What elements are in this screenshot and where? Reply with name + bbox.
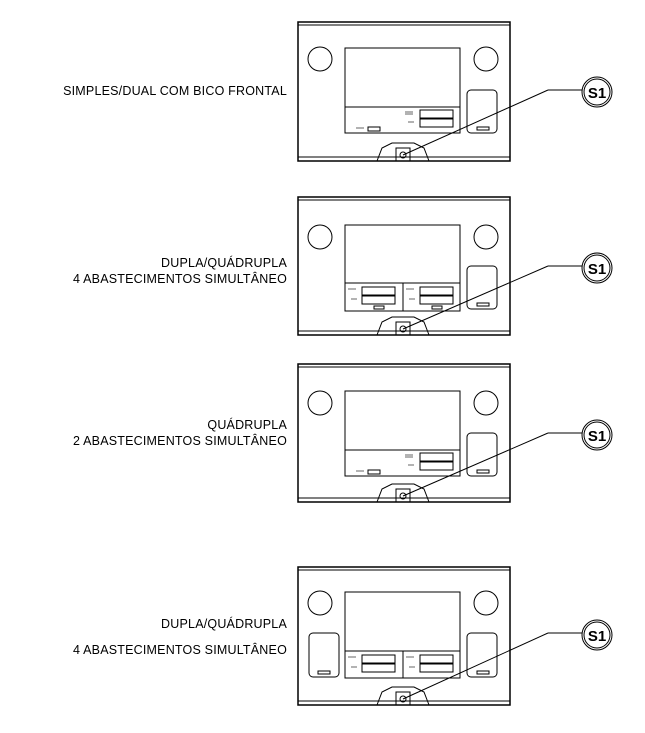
panel-4-left-circle [307,590,333,616]
panel-4-s1-lock [395,691,411,706]
panel-2-nozzle-holder [466,265,498,310]
panel-3-nozzle-bracket [376,483,430,503]
panel-1-left-circle [307,46,333,72]
panel-4-nozzle-bracket [376,686,430,706]
panel-3-callout [581,419,613,451]
panel-1-leader [402,89,549,156]
panel-1: S1 [297,21,613,162]
panel-4-callout-text: S1 [588,628,606,645]
panel-1-callout [581,76,613,108]
panel-3-s1-lock [395,488,411,503]
panel-3-label: QUÁDRUPLA 2 ABASTECIMENTOS SIMULTÂNEO [73,417,287,449]
panel-1-nozzle-bracket [376,142,430,162]
panel-4: S1 [297,566,613,706]
panel-1-right-circle [473,46,499,72]
panel-2: S1 [297,196,613,336]
panel-3-label-line-1: QUÁDRUPLA [207,418,287,432]
panel-3-leader [402,432,549,497]
panel-1-nozzle-holder [466,89,498,134]
panel-3-left-circle [307,390,333,416]
panel-3-label-line-2: 2 ABASTECIMENTOS SIMULTÂNEO [72,434,287,448]
panel-2-right-circle [473,224,499,250]
panel-4-label-line-1: DUPLA/QUÁDRUPLA [161,617,287,631]
panel-2-s1-lock [395,321,411,336]
panel-2-callout [581,252,613,284]
panel-2-label-line-2: 4 ABASTECIMENTOS SIMULTÂNEO [72,272,287,286]
panel-1-display [344,47,461,134]
panel-2-left-circle [307,224,333,250]
panel-4-right-circle [473,590,499,616]
panel-2-label: DUPLA/QUÁDRUPLA 4 ABASTECIMENTOS SIMULTÂ… [73,255,287,287]
panel-2-label-line-1: DUPLA/QUÁDRUPLA [161,256,287,270]
panel-1-callout-text: S1 [588,85,606,102]
panel-3-nozzle-holder [466,432,498,477]
panel-3-callout-text: S1 [588,428,606,445]
panel-4-label-line-2: 4 ABASTECIMENTOS SIMULTÂNEO [72,643,287,657]
panel-2-nozzle-bracket [376,316,430,336]
panel-3-display [344,390,461,477]
panel-4-left-nozzle-holder [308,632,340,678]
panel-4-right-nozzle-holder [466,632,498,678]
panel-2-leader [402,265,549,330]
panel-3-right-circle [473,390,499,416]
panel-4-callout [581,619,613,651]
panel-1-s1-lock [395,147,411,162]
panel-1-label: SIMPLES/DUAL COM BICO FRONTAL [63,83,287,99]
panel-3: S1 [297,363,613,503]
panel-2-callout-text: S1 [588,261,606,278]
panel-4-label: DUPLA/QUÁDRUPLA 4 ABASTECIMENTOS SIMULTÂ… [73,616,287,658]
panel-4-leader [402,632,549,700]
panel-1-label-line-1: SIMPLES/DUAL COM BICO FRONTAL [63,84,287,98]
